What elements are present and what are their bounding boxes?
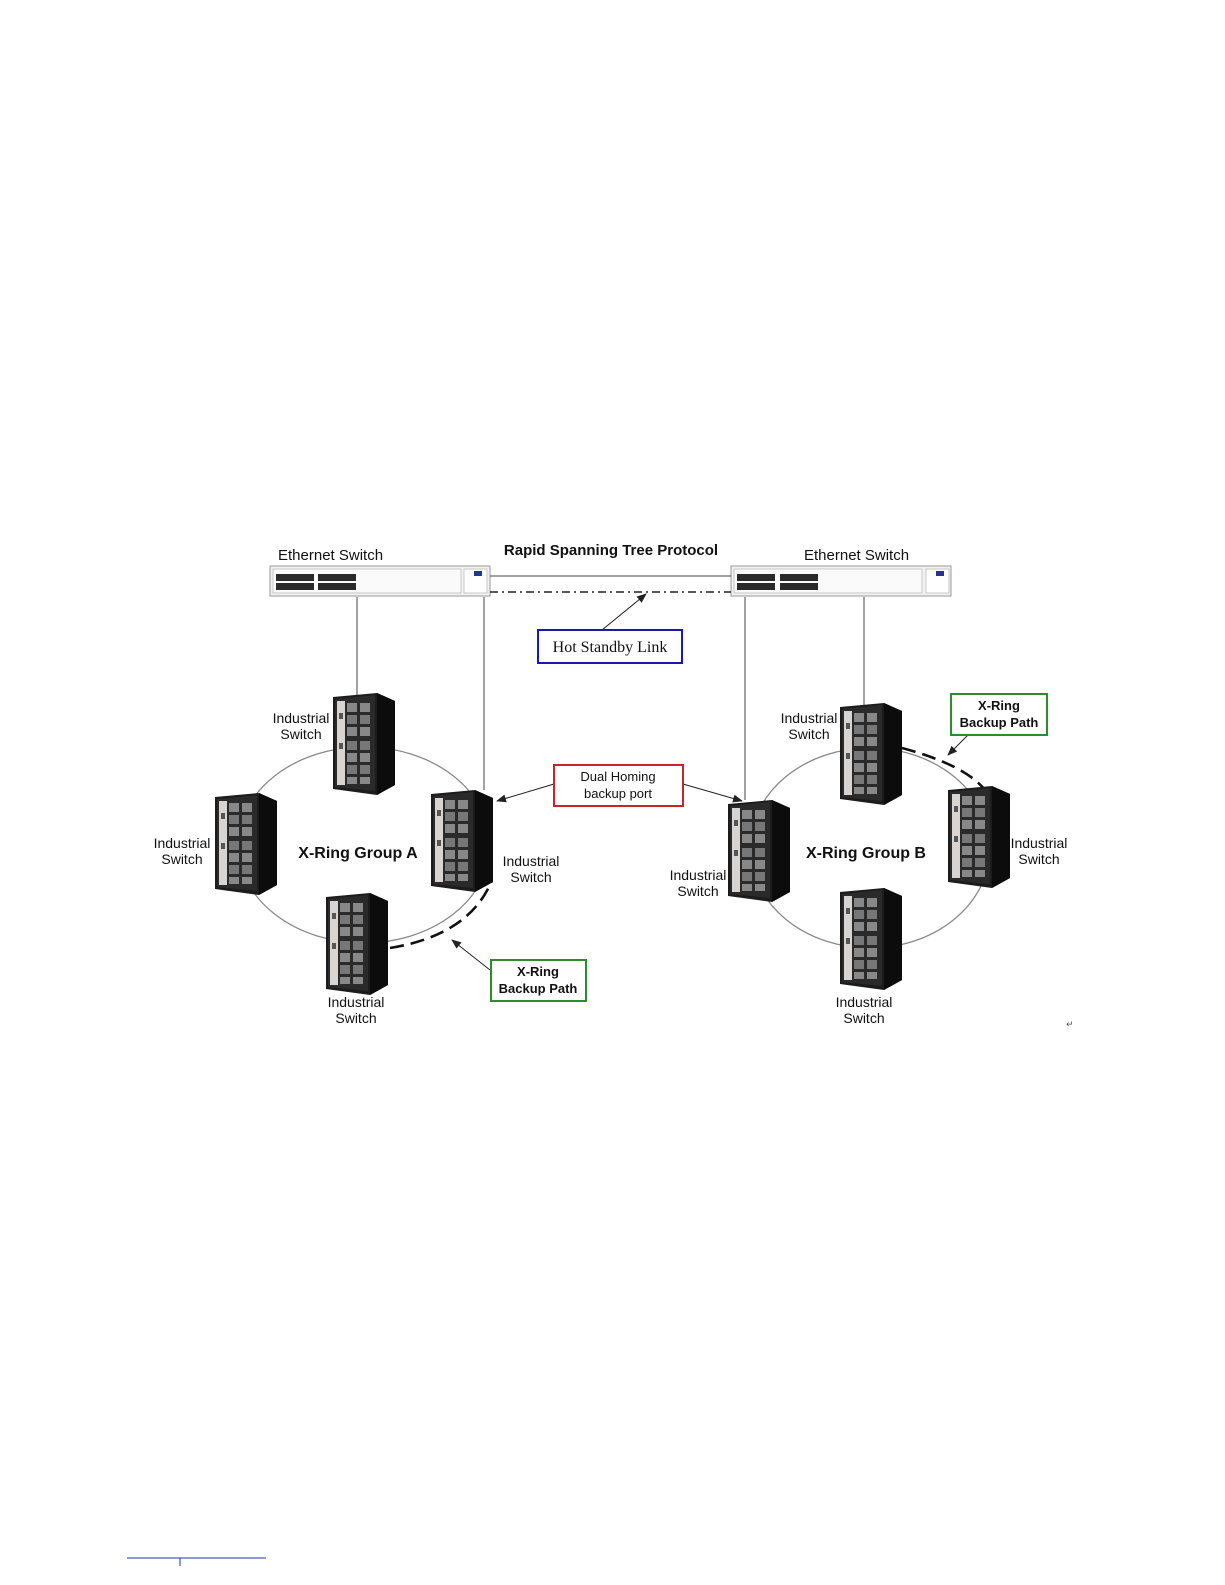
industrial-switch-label: Industrial <box>503 853 560 869</box>
ethernet-switch-label-left: Ethernet Switch <box>278 547 383 564</box>
backup-path-label: Backup Path <box>960 715 1039 730</box>
ring-a-title: X-Ring Group A <box>298 845 418 862</box>
rack-switch-icon <box>269 565 491 597</box>
industrial-switch-label: Switch <box>161 851 202 867</box>
ring-b-title: X-Ring Group B <box>806 845 926 862</box>
industrial-switch-label: Industrial <box>670 867 727 883</box>
industrial-switch-icon <box>840 703 902 805</box>
backup-path-label: X-Ring <box>517 964 559 979</box>
backup-path-label: Backup Path <box>499 981 578 996</box>
industrial-switch-label: Switch <box>788 726 829 742</box>
industrial-switch-label: Industrial <box>1011 835 1068 851</box>
hot-standby-callout <box>537 629 683 664</box>
backup-path-callout-a <box>490 959 587 1002</box>
dual-homing-callout <box>553 764 684 807</box>
paragraph-mark: ↵ <box>1066 1020 1074 1030</box>
rack-switch-icon <box>730 565 952 597</box>
industrial-switch-icon <box>326 893 388 995</box>
industrial-switch-icon <box>431 790 493 892</box>
hot-standby-label: Hot Standby Link <box>553 639 668 656</box>
backup-path-label: X-Ring <box>978 698 1020 713</box>
diagram-title: Rapid Spanning Tree Protocol <box>504 542 718 559</box>
industrial-switch-icon <box>728 800 790 902</box>
backup-path-b-line <box>901 746 987 791</box>
industrial-switch-label: Switch <box>1018 851 1059 867</box>
industrial-switch-label: Switch <box>335 1010 376 1026</box>
backup-path-a-line <box>389 879 494 950</box>
industrial-switch-icon <box>333 693 395 795</box>
industrial-switch-icon <box>840 888 902 990</box>
industrial-switch-icon <box>215 793 277 895</box>
industrial-switch-label: Switch <box>280 726 321 742</box>
industrial-switch-label: Switch <box>843 1010 884 1026</box>
ethernet-switch-label-right: Ethernet Switch <box>804 547 909 564</box>
backup-path-callout-b <box>950 693 1048 736</box>
industrial-switch-label: Switch <box>677 883 718 899</box>
industrial-switch-icon <box>948 786 1010 888</box>
dual-homing-label: Dual Homing <box>580 769 655 784</box>
industrial-switch-label: Industrial <box>781 710 838 726</box>
industrial-switch-label: Switch <box>510 869 551 885</box>
industrial-switch-label: Industrial <box>836 994 893 1010</box>
industrial-switch-label: Industrial <box>273 710 330 726</box>
dual-homing-label: backup port <box>584 786 652 801</box>
industrial-switch-label: Industrial <box>154 835 211 851</box>
industrial-switch-label: Industrial <box>328 994 385 1010</box>
